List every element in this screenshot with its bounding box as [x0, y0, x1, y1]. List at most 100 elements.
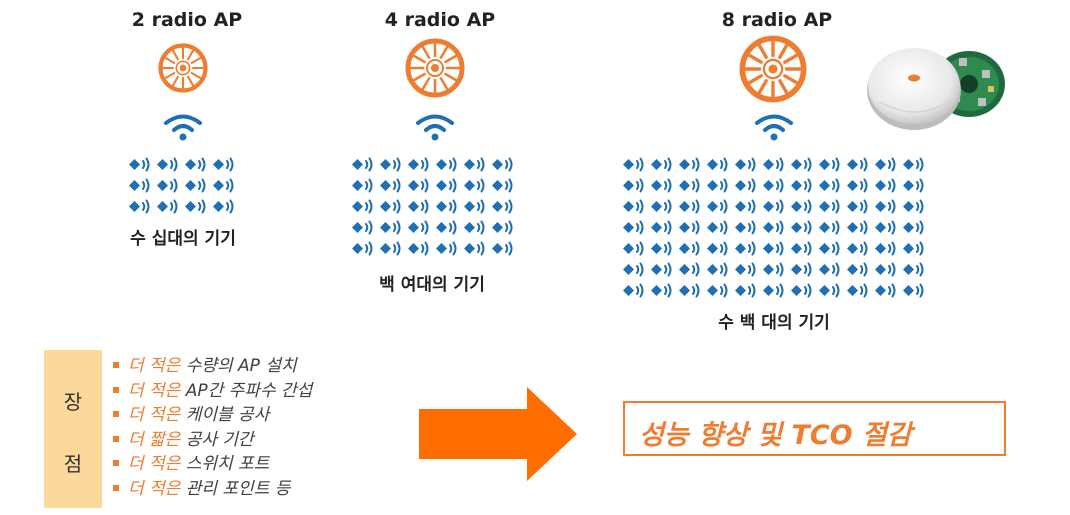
list-item: 더 짧은 공사 기간	[113, 428, 312, 453]
client-device-icon	[462, 196, 488, 217]
access-point-photo	[867, 48, 1005, 130]
device-grid	[621, 154, 929, 301]
client-device-icon	[873, 154, 899, 175]
client-device-icon	[789, 280, 815, 301]
client-device-icon	[817, 238, 843, 259]
client-device-icon	[817, 196, 843, 217]
client-device-icon	[183, 175, 209, 196]
device-grid	[350, 154, 518, 259]
client-device-icon	[761, 217, 787, 238]
advantages-label-char: 점	[63, 452, 83, 476]
emphasis-text: 더 적은	[128, 454, 181, 474]
client-device-icon	[705, 154, 731, 175]
client-device-icon	[649, 175, 675, 196]
client-device-icon	[621, 196, 647, 217]
client-device-icon	[901, 238, 927, 259]
bullet-icon	[113, 435, 119, 442]
client-device-icon	[901, 280, 927, 301]
client-device-icon	[649, 280, 675, 301]
list-item: 더 적은 수량의 AP 설치	[113, 354, 312, 379]
client-device-icon	[350, 196, 376, 217]
client-device-icon	[127, 175, 153, 196]
client-device-icon	[350, 154, 376, 175]
client-device-icon	[490, 196, 516, 217]
client-device-icon	[183, 154, 209, 175]
emphasis-text: 더 짧은	[128, 429, 181, 450]
client-device-icon	[490, 217, 516, 238]
client-device-icon	[350, 175, 376, 196]
client-device-icon	[761, 175, 787, 196]
client-device-icon	[761, 154, 787, 175]
client-device-icon	[677, 175, 703, 196]
device-grid	[127, 154, 239, 217]
client-device-icon	[677, 280, 703, 301]
client-device-icon	[155, 154, 181, 175]
client-device-icon	[705, 238, 731, 259]
client-device-icon	[733, 154, 759, 175]
client-device-icon	[378, 154, 404, 175]
client-device-icon	[434, 217, 460, 238]
client-device-icon	[406, 217, 432, 238]
client-device-icon	[817, 175, 843, 196]
client-device-icon	[817, 259, 843, 280]
list-item: 더 적은 관리 포인트 등	[113, 477, 312, 502]
client-device-icon	[406, 238, 432, 259]
client-device-icon	[733, 217, 759, 238]
client-device-icon	[733, 238, 759, 259]
client-device-icon	[817, 217, 843, 238]
client-device-icon	[873, 175, 899, 196]
client-device-icon	[490, 154, 516, 175]
client-device-icon	[406, 196, 432, 217]
advantages-label-char: 장	[63, 390, 83, 414]
client-device-icon	[845, 280, 871, 301]
column-title: 2 radio AP	[131, 9, 243, 31]
advantages-list: 더 적은 수량의 AP 설치 더 적은 AP간 주파수 간섭 더 적은 케이블 …	[113, 354, 312, 501]
client-device-icon	[621, 280, 647, 301]
client-device-icon	[901, 217, 927, 238]
column-caption: 백 여대의 기기	[379, 275, 485, 295]
client-device-icon	[490, 238, 516, 259]
client-device-icon	[183, 196, 209, 217]
client-device-icon	[677, 217, 703, 238]
arrow-right-icon	[419, 387, 577, 481]
client-device-icon	[621, 217, 647, 238]
client-device-icon	[845, 238, 871, 259]
client-device-icon	[733, 280, 759, 301]
bullet-icon	[113, 411, 119, 417]
column-title: 8 radio AP	[721, 9, 833, 31]
list-item: 더 적은 케이블 공사	[113, 403, 312, 428]
client-device-icon	[350, 238, 376, 259]
client-device-icon	[817, 280, 843, 301]
client-device-icon	[901, 175, 927, 196]
client-device-icon	[211, 175, 237, 196]
result-text: 성능 향상 및 TCO 절감	[639, 420, 912, 451]
column-caption: 수 백 대의 기기	[718, 313, 830, 333]
client-device-icon	[211, 196, 237, 217]
client-device-icon	[649, 238, 675, 259]
item-text: 수량의 AP 설치	[185, 356, 297, 376]
client-device-icon	[789, 238, 815, 259]
wifi-signal-icon	[410, 113, 460, 143]
client-device-icon	[705, 217, 731, 238]
client-device-icon	[873, 259, 899, 280]
client-device-icon	[621, 154, 647, 175]
client-device-icon	[621, 175, 647, 196]
client-device-icon	[845, 217, 871, 238]
bullet-icon	[113, 484, 119, 491]
client-device-icon	[733, 175, 759, 196]
emphasis-text: 더 적은	[128, 356, 181, 376]
client-device-icon	[789, 175, 815, 196]
client-device-icon	[901, 154, 927, 175]
client-device-icon	[761, 280, 787, 301]
bullet-icon	[113, 386, 119, 393]
client-device-icon	[649, 217, 675, 238]
emphasis-text: 더 적은	[128, 405, 181, 425]
client-device-icon	[350, 217, 376, 238]
client-device-icon	[621, 259, 647, 280]
client-device-icon	[462, 154, 488, 175]
client-device-icon	[705, 280, 731, 301]
bullet-icon	[113, 460, 119, 466]
client-device-icon	[649, 196, 675, 217]
client-device-icon	[761, 238, 787, 259]
client-device-icon	[434, 238, 460, 259]
